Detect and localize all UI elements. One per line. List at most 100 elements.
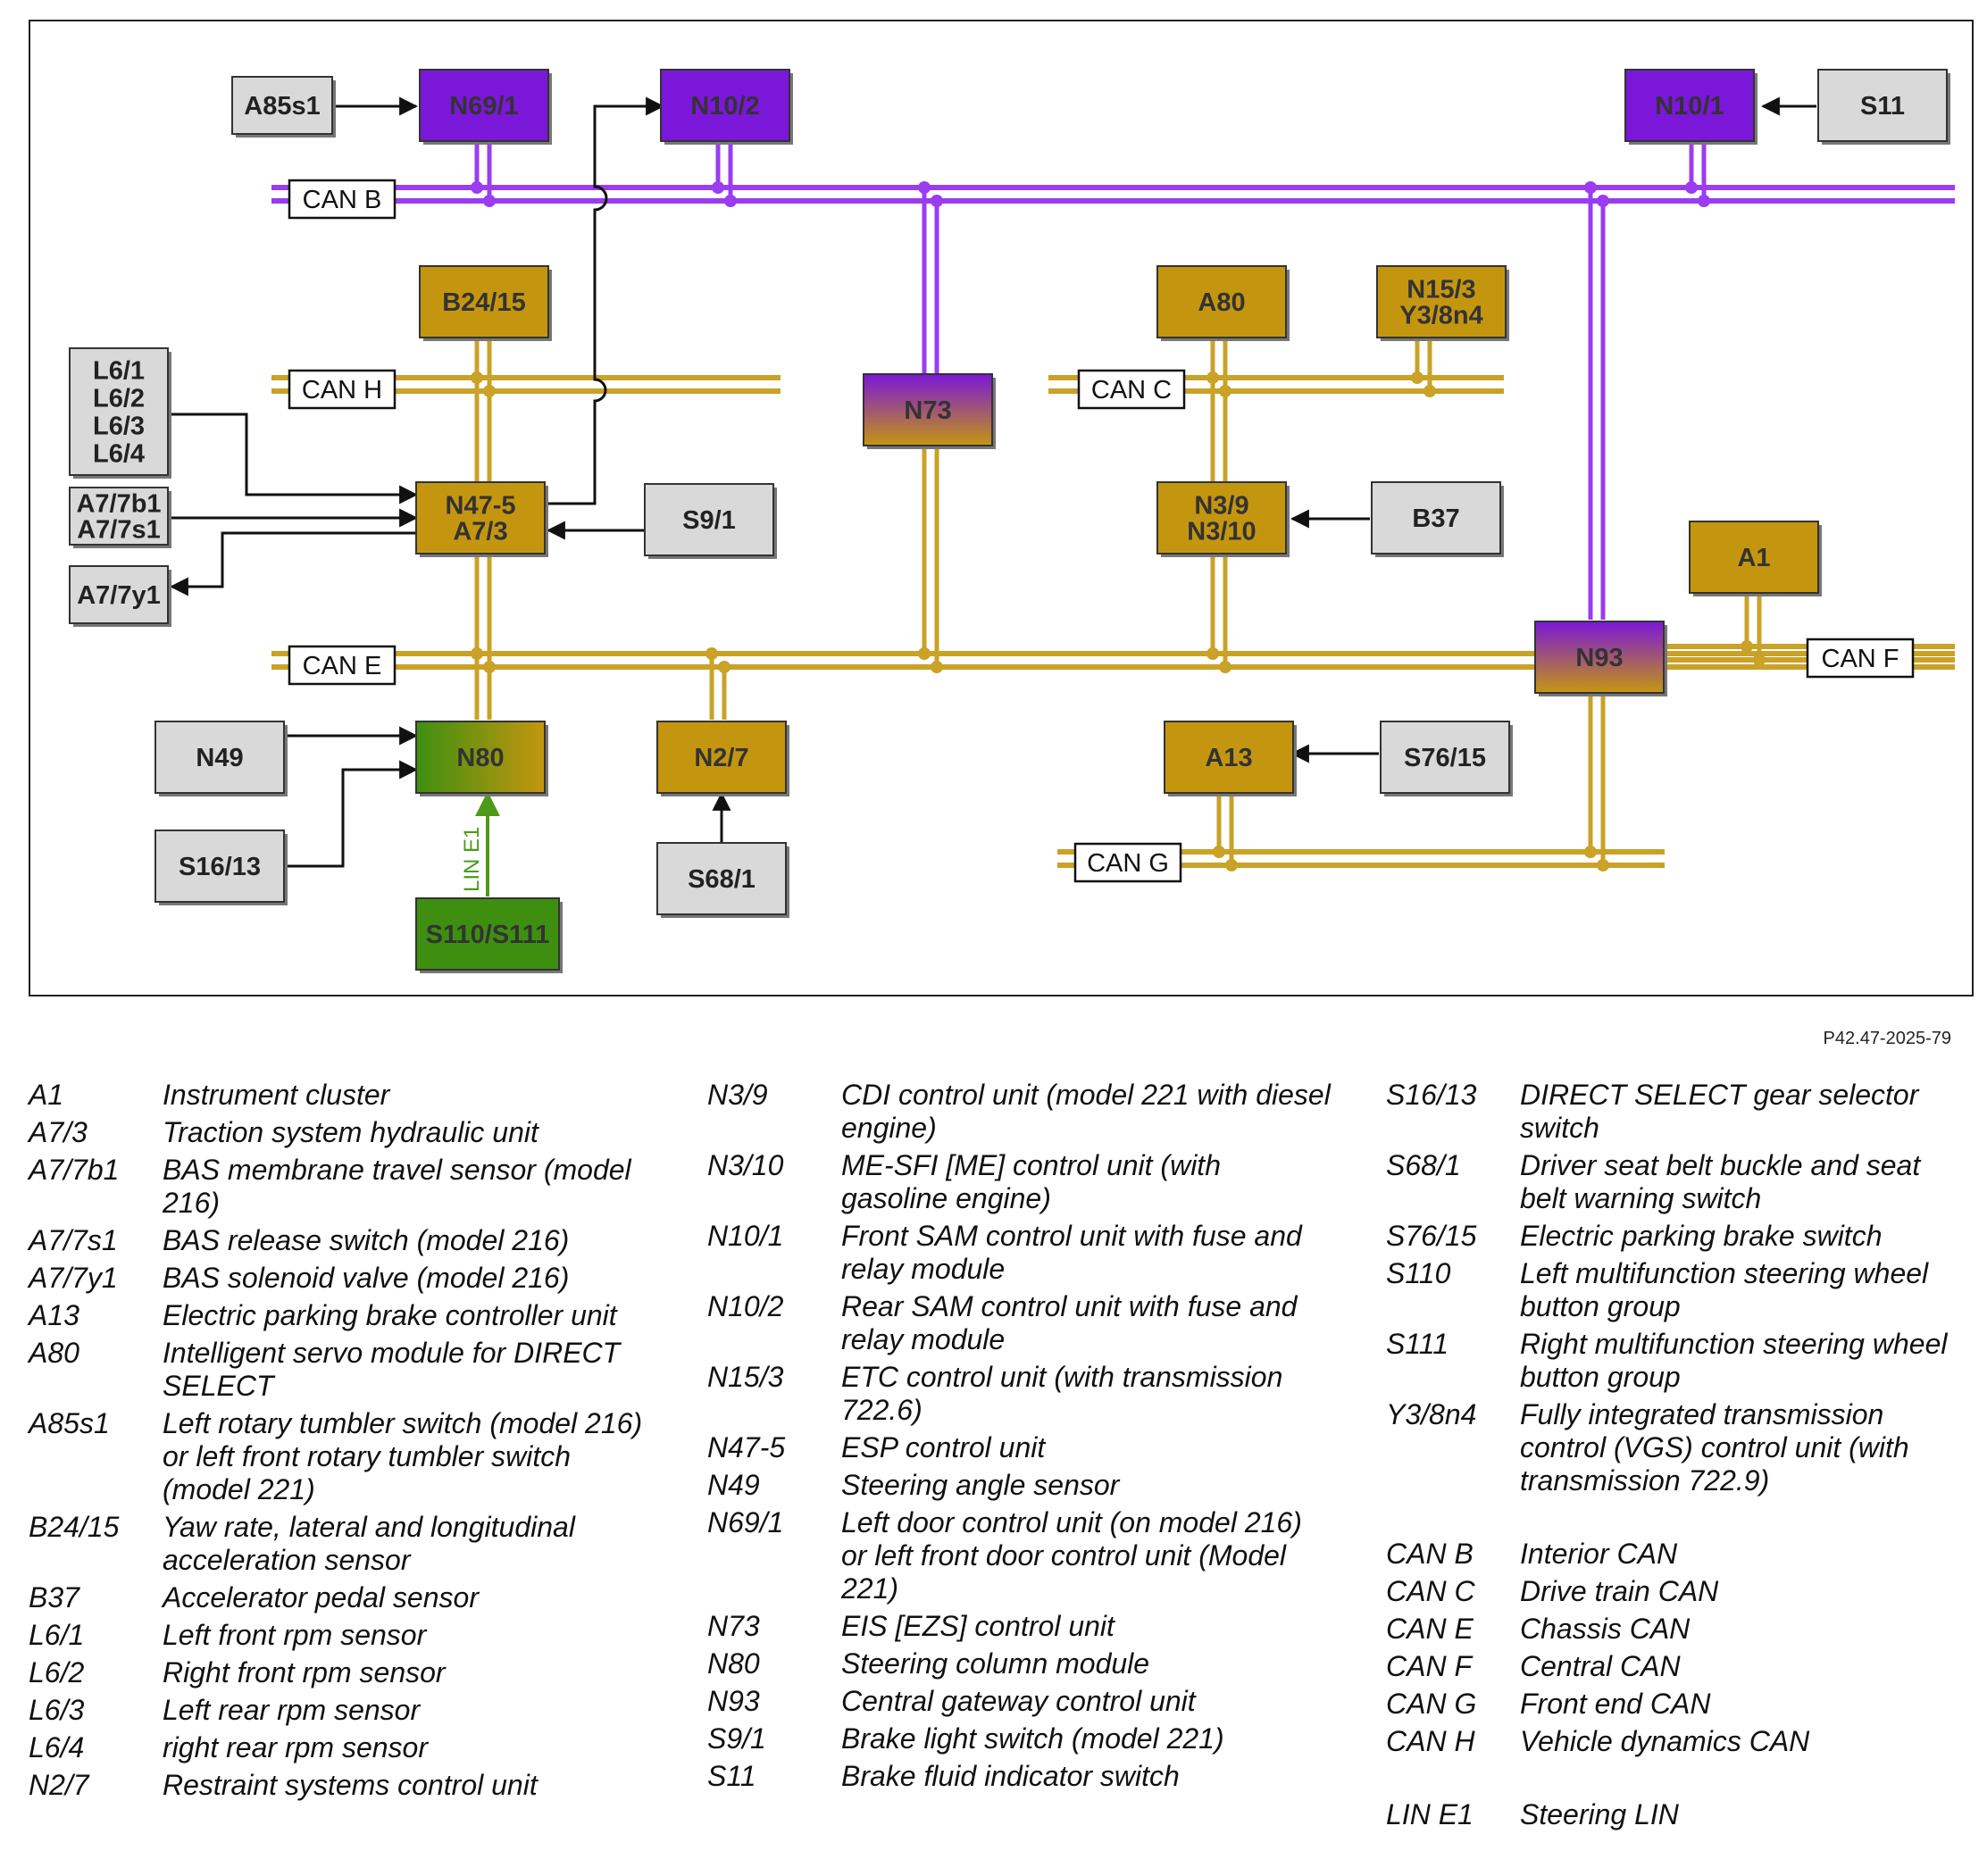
component-b37: B37 xyxy=(1371,481,1504,557)
junction-dot xyxy=(483,385,496,397)
component-label: S110/S111 xyxy=(426,921,550,949)
bus-can-f-label: CAN F xyxy=(1822,645,1899,673)
legend-description: Left rotary tumbler switch (model 216) o… xyxy=(163,1407,643,1505)
legend-code: CAN E xyxy=(1386,1613,1474,1645)
legend-description: Brake fluid indicator switch xyxy=(841,1760,1180,1792)
legend-description: Right multifunction steering wheel butto… xyxy=(1520,1328,1948,1393)
legend-code: CAN H xyxy=(1386,1725,1475,1757)
component-box xyxy=(1689,521,1819,594)
bus-can-h-label: CAN H xyxy=(302,376,382,404)
component-label: B24/15 xyxy=(442,288,526,317)
junction-dot xyxy=(471,371,483,384)
legend-code: A80 xyxy=(29,1337,79,1369)
junction-dot xyxy=(1584,846,1597,858)
signal-n47-to-n10-2 xyxy=(543,96,665,505)
legend-description: Left door control unit (on model 216) or… xyxy=(841,1506,1302,1605)
legend-code: L6/4 xyxy=(29,1731,85,1763)
legend-code: S110 xyxy=(1386,1257,1451,1289)
legend-code: A7/7b1 xyxy=(29,1154,120,1186)
bus-can-b-label: CAN B xyxy=(303,186,382,214)
component-label: N3/10 xyxy=(1187,518,1256,546)
junction-dot xyxy=(712,181,724,194)
legend-description: CDI control unit (model 221 with diesel … xyxy=(841,1079,1331,1144)
component-box xyxy=(69,347,169,476)
junction-dot xyxy=(1206,371,1219,384)
component-n3-9: N3/9N3/10 xyxy=(1156,481,1290,557)
legend-description: ETC control unit (with transmission 722.… xyxy=(841,1361,1283,1426)
component-label: A7/7b1 xyxy=(76,490,161,519)
component-box xyxy=(154,830,285,903)
legend-description: Accelerator pedal sensor xyxy=(163,1581,479,1613)
junction-dot xyxy=(1597,859,1609,871)
legend-code: S68/1 xyxy=(1386,1149,1461,1181)
component-s68-1: S68/1 xyxy=(656,842,789,918)
legend-description: Vehicle dynamics CAN xyxy=(1520,1725,1810,1757)
component-box xyxy=(231,76,333,135)
component-box xyxy=(415,897,560,971)
junction-dot xyxy=(483,661,496,673)
component-box xyxy=(656,721,787,794)
legend-description: Driver seat belt buckle and seat belt wa… xyxy=(1520,1149,1921,1214)
component-box xyxy=(1164,721,1294,794)
component-box xyxy=(69,565,169,624)
legend-description: BAS release switch (model 216) xyxy=(163,1224,570,1256)
component-label: S9/1 xyxy=(682,506,736,535)
legend-code: N73 xyxy=(707,1610,760,1642)
legend-description: DIRECT SELECT gear selector switch xyxy=(1520,1079,1919,1144)
legend-item: L6/4 right rear rpm sensor xyxy=(29,1731,654,1764)
legend-code: CAN G xyxy=(1386,1688,1477,1720)
component-box xyxy=(1371,481,1501,554)
component-box xyxy=(1376,265,1507,338)
legend-code: S111 xyxy=(1386,1328,1449,1360)
bus-can-g-label-box xyxy=(1073,842,1182,883)
junction-dot xyxy=(1213,846,1225,858)
junction-dot xyxy=(1225,859,1238,871)
component-box xyxy=(1380,721,1510,794)
component-label: L6/1 xyxy=(93,357,145,386)
component-a13: A13 xyxy=(1164,721,1297,796)
junction-dot xyxy=(471,647,483,660)
component-s11: S11 xyxy=(1817,69,1950,145)
legend-code: S76/15 xyxy=(1386,1220,1477,1252)
legend-description: right rear rpm sensor xyxy=(163,1731,428,1763)
junction-dot xyxy=(1411,371,1423,384)
bus-can-g-label: CAN G xyxy=(1087,849,1169,878)
component-box xyxy=(415,481,546,554)
legend-description: Fully integrated transmission control (V… xyxy=(1520,1398,1909,1497)
legend-description: Left front rpm sensor xyxy=(163,1619,427,1651)
legend-code: L6/1 xyxy=(29,1619,85,1651)
legend-code: N49 xyxy=(707,1469,760,1501)
legend-code: B24/15 xyxy=(29,1511,120,1543)
component-label: N10/2 xyxy=(690,92,759,121)
component-label: N47-5 xyxy=(446,492,516,521)
legend-description: Left multifunction steering wheel button… xyxy=(1520,1257,1929,1322)
junction-dot xyxy=(483,195,496,207)
component-label: S11 xyxy=(1860,92,1905,121)
legend-code: N10/1 xyxy=(707,1220,784,1252)
legend-description: Front end CAN xyxy=(1520,1688,1711,1720)
signal-a7-7y1 xyxy=(169,531,416,596)
component-label: S76/15 xyxy=(1404,744,1486,772)
junction-dot xyxy=(1423,385,1436,397)
component-label: L6/3 xyxy=(93,413,145,441)
component-box xyxy=(863,373,993,446)
legend-code: A7/7y1 xyxy=(29,1262,118,1294)
component-box xyxy=(660,69,790,142)
junction-dot xyxy=(931,661,943,673)
